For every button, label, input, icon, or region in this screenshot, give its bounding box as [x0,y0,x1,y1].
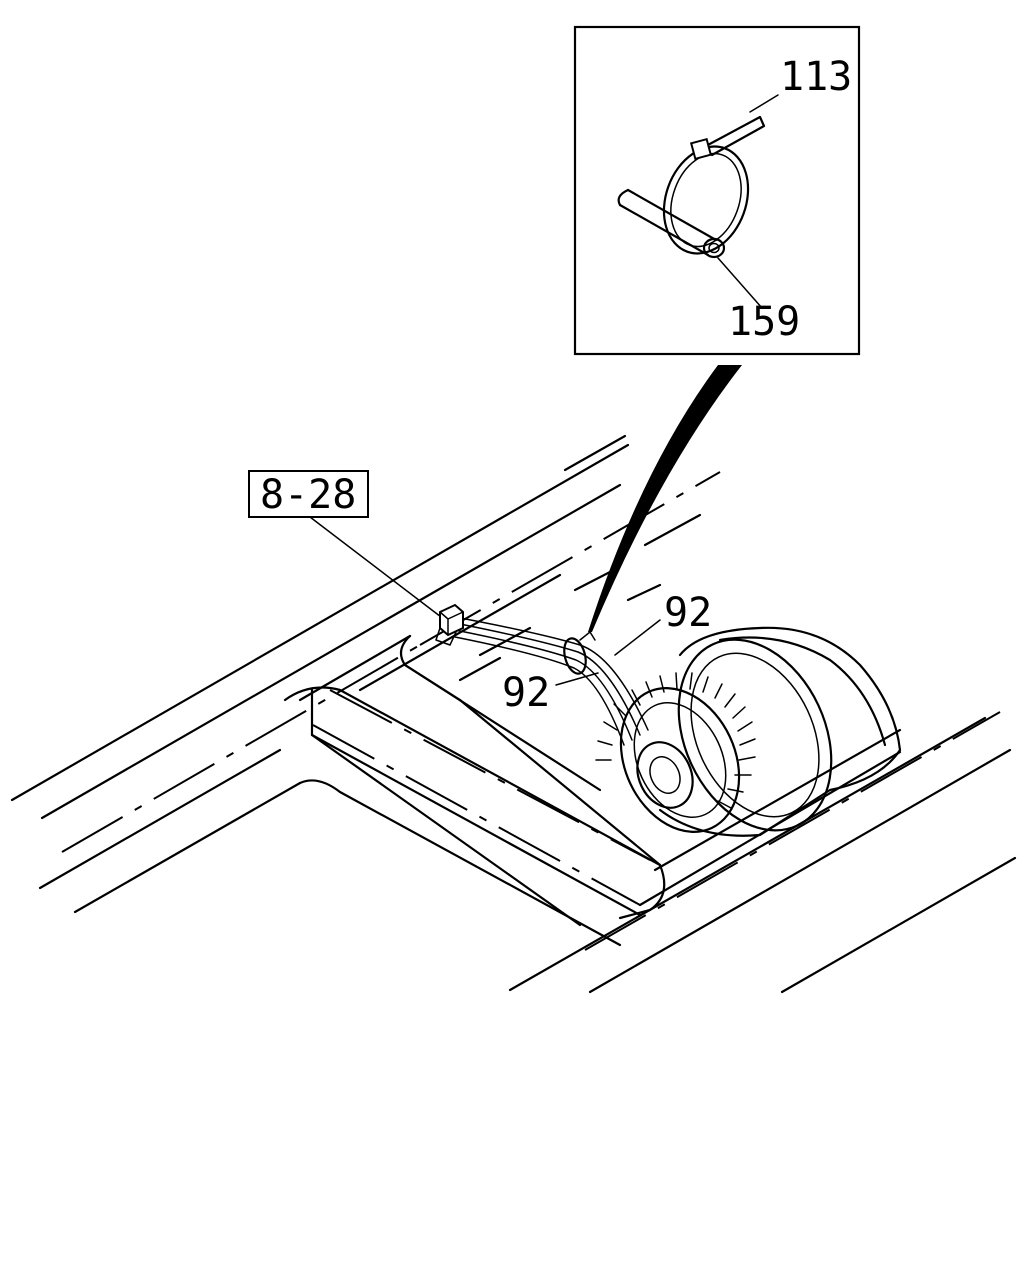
leader-8-28 [309,516,446,621]
leader-159 [717,257,763,309]
label-159: 159 [728,299,800,345]
wiring-harness [435,603,649,746]
detail-inset: 113 159 [573,25,861,356]
label-113: 113 [780,54,852,100]
reference-box: 8-28 [248,470,446,621]
callout-pointer [588,365,742,632]
sensor-gear-assembly [595,626,902,837]
cable-tie-tail [704,115,766,157]
leader-113 [749,94,779,113]
tube [617,188,726,259]
reference-box-frame [248,470,369,518]
frame-structure [10,434,1017,994]
connector [439,603,464,637]
inset-frame [573,25,861,356]
cable-tie-head [689,137,713,161]
toothed-ring [619,687,741,833]
cable-clamp [563,637,587,675]
leader-92-upper [614,619,661,656]
label-92-upper: 92 [664,590,712,636]
label-92-lower: 92 [502,670,550,716]
reference-box-label: 8-28 [260,472,356,518]
leader-92-lower [555,672,599,686]
